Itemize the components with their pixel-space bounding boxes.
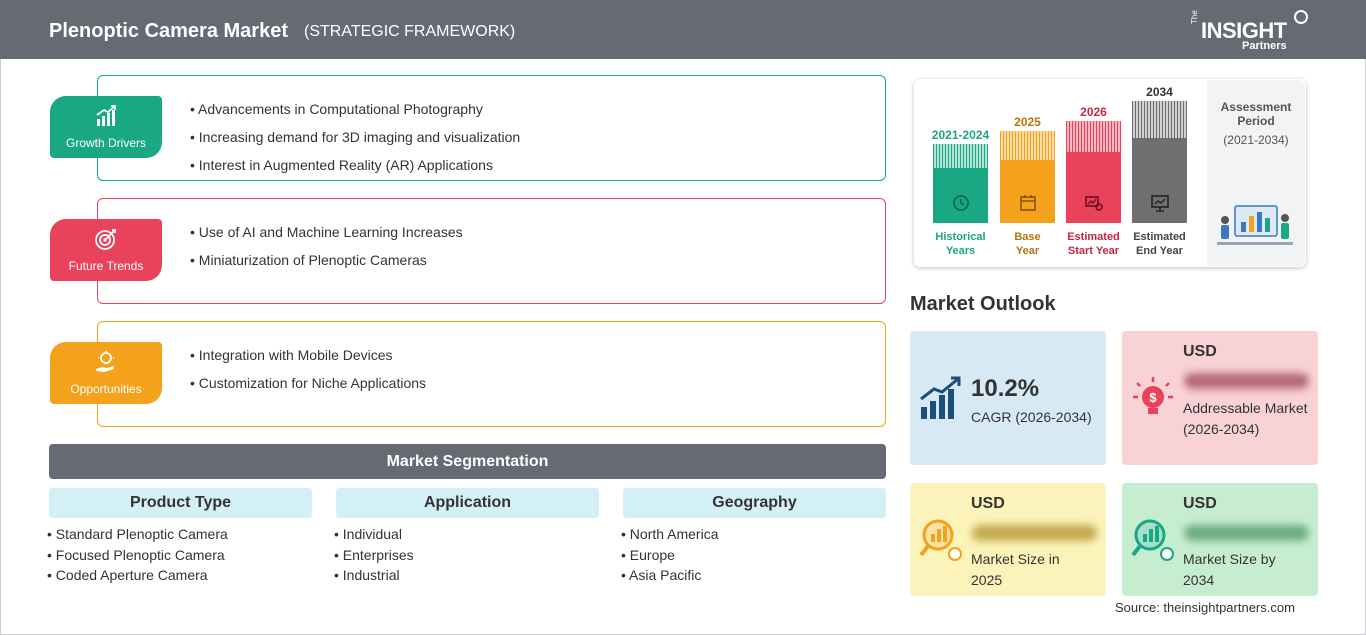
opportunities-label: Opportunities [70, 382, 142, 396]
future-trends-badge: Future Trends [50, 219, 162, 281]
list-item: Focused Plenoptic Camera [47, 545, 228, 566]
opportunities-list: Integration with Mobile Devices Customiz… [190, 341, 426, 397]
future-trends-list: Use of AI and Machine Learning Increases… [190, 218, 463, 274]
list-item: Asia Pacific [621, 565, 719, 586]
size-2034-label: Market Size by 2034 [1183, 551, 1276, 588]
segment-heading-product-type: Product Type [49, 488, 312, 518]
timeline-block-start [1066, 152, 1121, 223]
caption-line-1: Estimated [1067, 231, 1120, 243]
caption-line-1: Base [1014, 231, 1041, 243]
logo-partners-text: Partners [1242, 40, 1287, 52]
growth-drivers-badge: Growth Drivers [50, 96, 162, 158]
list-item: Individual [334, 524, 414, 545]
product-type-list: Standard Plenoptic Camera Focused Plenop… [47, 524, 228, 586]
timeline-stripes [933, 144, 988, 168]
growth-drivers-list: Advancements in Computational Photograph… [190, 95, 520, 179]
cagr-value: 10.2% [971, 375, 1040, 402]
timeline-year-historical: 2021-2024 [931, 128, 990, 142]
timeline-caption-base: Base Year [985, 230, 1070, 258]
lightbulb-dollar-icon: $ [1133, 377, 1173, 414]
timeline-year-start: 2026 [1080, 105, 1107, 119]
geography-list: North America Europe Asia Pacific [621, 524, 719, 586]
caption-line-1: Historical [935, 231, 986, 243]
logo-insight-text: INSIGHT [1201, 18, 1287, 43]
list-item: Coded Aperture Camera [47, 565, 228, 586]
market-size-2025-box: USD Market Size in 2025 [910, 483, 1106, 596]
list-item: Advancements in Computational Photograph… [190, 95, 520, 123]
page-subtitle: (STRATEGIC FRAMEWORK) [304, 23, 516, 40]
svg-text:$: $ [1149, 390, 1157, 405]
assessment-period-label: Assessment Period [1220, 100, 1292, 128]
opportunities-badge: Opportunities [50, 342, 162, 404]
list-item: Standard Plenoptic Camera [47, 524, 228, 545]
growth-chart-icon [96, 105, 116, 126]
analyst-illustration-icon [1217, 205, 1293, 245]
size-2034-currency: USD [1183, 495, 1217, 512]
application-list: Individual Enterprises Industrial [334, 524, 414, 586]
insight-partners-logo[interactable]: The INSIGHT Partners [1190, 10, 1310, 54]
cagr-label: CAGR (2026-2034) [971, 409, 1092, 425]
lightbulb-hand-icon [96, 351, 114, 372]
logo-ring-icon [1294, 10, 1308, 24]
source-credit: Source: theinsightpartners.com [1115, 600, 1295, 615]
growth-chart-icon [920, 376, 961, 419]
opportunities-card: Integration with Mobile Devices Customiz… [97, 321, 886, 427]
growth-drivers-label: Growth Drivers [65, 136, 146, 150]
market-outlook-title: Market Outlook [910, 293, 1056, 315]
addressable-currency: USD [1183, 343, 1217, 360]
timeline-stripes [1066, 121, 1121, 152]
list-item: Integration with Mobile Devices [190, 341, 426, 369]
cagr-box: 10.2% CAGR (2026-2034) [910, 331, 1106, 465]
addressable-market-box: $ USD Addressable Market (2026-2034) [1122, 331, 1318, 465]
list-item: North America [621, 524, 719, 545]
segment-heading-geography: Geography [623, 488, 886, 518]
size-2025-label: Market Size in 2025 [971, 551, 1060, 588]
timeline-year-base: 2025 [1014, 115, 1041, 129]
magnifier-coins-icon [919, 519, 962, 561]
segment-heading-application: Application [336, 488, 599, 518]
assessment-period-panel: Assessment Period (2021-2034) [1207, 80, 1305, 266]
presentation-icon [1151, 195, 1169, 212]
caption-line-1: Estimated [1133, 231, 1186, 243]
caption-line-2: Start Year [1067, 245, 1120, 257]
list-item: Industrial [334, 565, 414, 586]
growth-drivers-card: Advancements in Computational Photograph… [97, 75, 886, 181]
future-trends-card: Use of AI and Machine Learning Increases… [97, 198, 886, 304]
caption-line-2: End Year [1136, 245, 1183, 257]
list-item: Enterprises [334, 545, 414, 566]
timeline-block-base [1000, 160, 1055, 223]
market-segmentation-bar: Market Segmentation [49, 444, 886, 479]
size-2025-currency: USD [971, 495, 1005, 512]
size-2034-value-redacted [1184, 525, 1309, 541]
analytics-icon [1085, 196, 1103, 211]
logo-the-text: The [1190, 10, 1199, 24]
target-icon [95, 229, 116, 250]
timeline-stripes [1000, 131, 1055, 160]
page-title: Plenoptic Camera Market [49, 20, 288, 42]
timeline-caption-historical: Historical Years [918, 230, 1003, 258]
size-2025-value-redacted [972, 525, 1097, 541]
header-bar: Plenoptic Camera Market (STRATEGIC FRAME… [0, 0, 1366, 59]
magnifier-coins-icon [1131, 519, 1174, 561]
list-item: Use of AI and Machine Learning Increases [190, 218, 463, 246]
list-item: Increasing demand for 3D imaging and vis… [190, 123, 520, 151]
list-item: Europe [621, 545, 719, 566]
history-icon [953, 195, 969, 211]
timeline-stripes [1132, 101, 1187, 138]
timeline-year-end: 2034 [1146, 85, 1173, 99]
timeline-caption-end: Estimated End Year [1117, 230, 1202, 258]
addressable-value-redacted [1184, 373, 1309, 389]
caption-line-2: Year [1015, 245, 1040, 257]
assessment-period-range: (2021-2034) [1223, 133, 1289, 147]
calendar-icon [1020, 195, 1036, 211]
list-item: Miniaturization of Plenoptic Cameras [190, 246, 463, 274]
addressable-label: Addressable Market (2026-2034) [1183, 400, 1308, 437]
list-item: Interest in Augmented Reality (AR) Appli… [190, 151, 520, 179]
timeline-caption-start: Estimated Start Year [1051, 230, 1136, 258]
list-item: Customization for Niche Applications [190, 369, 426, 397]
future-trends-label: Future Trends [68, 259, 144, 273]
market-size-2034-box: USD Market Size by 2034 [1122, 483, 1318, 596]
caption-line-2: Years [945, 245, 976, 257]
